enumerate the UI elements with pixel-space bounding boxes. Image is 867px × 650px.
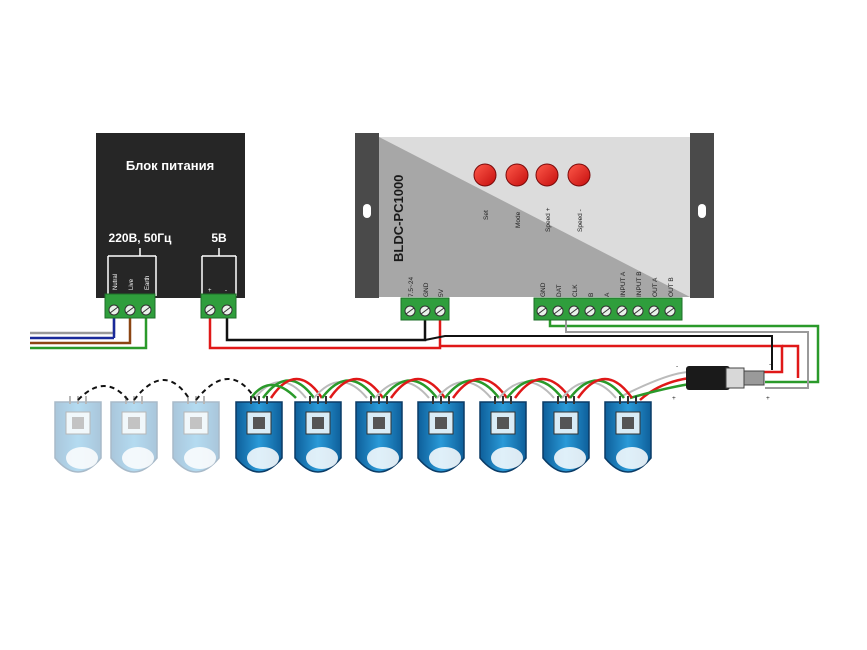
pixel-inactive bbox=[172, 396, 220, 473]
power-supply: Блок питания 220В, 50Гц 5В Nutral Live E… bbox=[96, 133, 245, 319]
svg-text:B: B bbox=[588, 293, 595, 297]
dc-wire-black bbox=[225, 318, 427, 342]
pixel-inactive bbox=[110, 396, 158, 473]
svg-text:Speed +: Speed + bbox=[545, 207, 552, 232]
connector-to-pixel-gray bbox=[621, 371, 691, 397]
pixel-active bbox=[294, 396, 342, 473]
controller-model: BLDC-PC1000 bbox=[391, 175, 406, 262]
dc-wire-red bbox=[208, 318, 442, 350]
ctrl-power-black bbox=[424, 335, 773, 370]
connector-plus-label: + bbox=[766, 395, 770, 402]
screw-slot-right bbox=[698, 204, 706, 218]
svg-text:A: A bbox=[604, 292, 611, 297]
signal-screw bbox=[584, 305, 596, 317]
svg-text:Speed -: Speed - bbox=[577, 209, 584, 232]
signal-screw bbox=[568, 305, 580, 317]
ac-terminal-labels: Nutral Live Earth bbox=[113, 274, 151, 290]
chain-wire bbox=[269, 377, 324, 399]
pixel-chain-arcs bbox=[249, 377, 634, 399]
ctrl-signal-terminal-labels: GND DAT CLK B A INPUT A INPUT B OUT A OU… bbox=[540, 271, 675, 297]
controller-buttons: Set Mode Speed + Speed - bbox=[473, 163, 591, 232]
connector-minus-label-left: - bbox=[676, 363, 678, 370]
connector-plus-label-left: + bbox=[672, 395, 676, 402]
svg-text:OUT B: OUT B bbox=[668, 277, 675, 297]
svg-text:DAT: DAT bbox=[556, 284, 563, 297]
chain-wire bbox=[576, 377, 634, 399]
mains-wire-gray bbox=[30, 316, 116, 335]
screw-slot-left bbox=[363, 204, 371, 218]
connector-to-pixel-red bbox=[639, 376, 691, 401]
dashed-arc-2 bbox=[133, 379, 191, 401]
pixel-active bbox=[417, 396, 465, 473]
svg-text:CLK: CLK bbox=[572, 284, 579, 297]
signal-screw bbox=[648, 305, 660, 317]
mains-wire-brown bbox=[30, 316, 132, 345]
pixel-active bbox=[235, 396, 283, 473]
pixel-strip bbox=[54, 396, 652, 473]
svg-text:Mode: Mode bbox=[515, 211, 522, 228]
svg-text:GND: GND bbox=[423, 282, 430, 297]
svg-text:+: + bbox=[208, 288, 212, 294]
signal-screw bbox=[616, 305, 628, 317]
ac-input-label: 220В, 50Гц bbox=[109, 231, 173, 245]
pixel-inactive bbox=[54, 396, 102, 473]
chain-wire bbox=[451, 377, 509, 399]
signal-screw bbox=[632, 305, 644, 317]
ctrl-power-terminal-labels: 7.5~24 GND 5V bbox=[408, 277, 445, 297]
ctrl-power-red bbox=[440, 344, 784, 374]
signal-wire-green bbox=[548, 318, 820, 384]
dashed-arc-3 bbox=[195, 378, 257, 401]
signal-screw bbox=[552, 305, 564, 317]
chain-wire bbox=[389, 377, 447, 399]
chain-wire bbox=[513, 377, 572, 399]
power-supply-title: Блок питания bbox=[126, 158, 214, 173]
signal-screw bbox=[536, 305, 548, 317]
speed-minus-button bbox=[567, 163, 591, 187]
mains-wire-green bbox=[30, 316, 148, 350]
pixel-active bbox=[604, 396, 652, 473]
signal-screw bbox=[600, 305, 612, 317]
connector-sleeve bbox=[725, 367, 745, 389]
controller: BLDC-PC1000 Set Mode Speed + Speed - 7.5… bbox=[355, 133, 714, 321]
ctrl-signal-screws bbox=[536, 305, 676, 317]
svg-text:Set: Set bbox=[483, 210, 490, 220]
pixel-connector: - + - + bbox=[672, 361, 771, 402]
chain-wire bbox=[328, 377, 385, 399]
svg-text:7.5~24: 7.5~24 bbox=[408, 277, 415, 297]
connector-minus-label: - bbox=[769, 361, 771, 368]
svg-text:5V: 5V bbox=[438, 288, 445, 297]
pixel-active bbox=[355, 396, 403, 473]
svg-text:-: - bbox=[225, 288, 227, 294]
signal-wire-gray bbox=[565, 318, 809, 389]
svg-text:Earth: Earth bbox=[145, 276, 151, 290]
svg-text:INPUT B: INPUT B bbox=[636, 271, 643, 297]
controller-panel-light bbox=[379, 137, 690, 297]
svg-text:Nutral: Nutral bbox=[113, 274, 119, 290]
ac-screws bbox=[108, 304, 152, 316]
power-supply-case bbox=[96, 133, 245, 298]
svg-text:GND: GND bbox=[540, 282, 547, 297]
mode-button bbox=[505, 163, 529, 187]
signal-screw bbox=[664, 305, 676, 317]
svg-text:OUT A: OUT A bbox=[652, 277, 659, 297]
speed-plus-button bbox=[535, 163, 559, 187]
chain-wire bbox=[249, 383, 297, 399]
dashed-arc-1 bbox=[77, 385, 129, 401]
pixel-active bbox=[542, 396, 590, 473]
connector-body bbox=[686, 366, 730, 390]
set-button bbox=[473, 163, 497, 187]
svg-text:INPUT A: INPUT A bbox=[620, 271, 627, 297]
svg-text:Live: Live bbox=[129, 278, 135, 290]
connector-tip bbox=[743, 370, 765, 386]
dc-output-label: 5В bbox=[211, 231, 227, 245]
pixel-active bbox=[479, 396, 527, 473]
